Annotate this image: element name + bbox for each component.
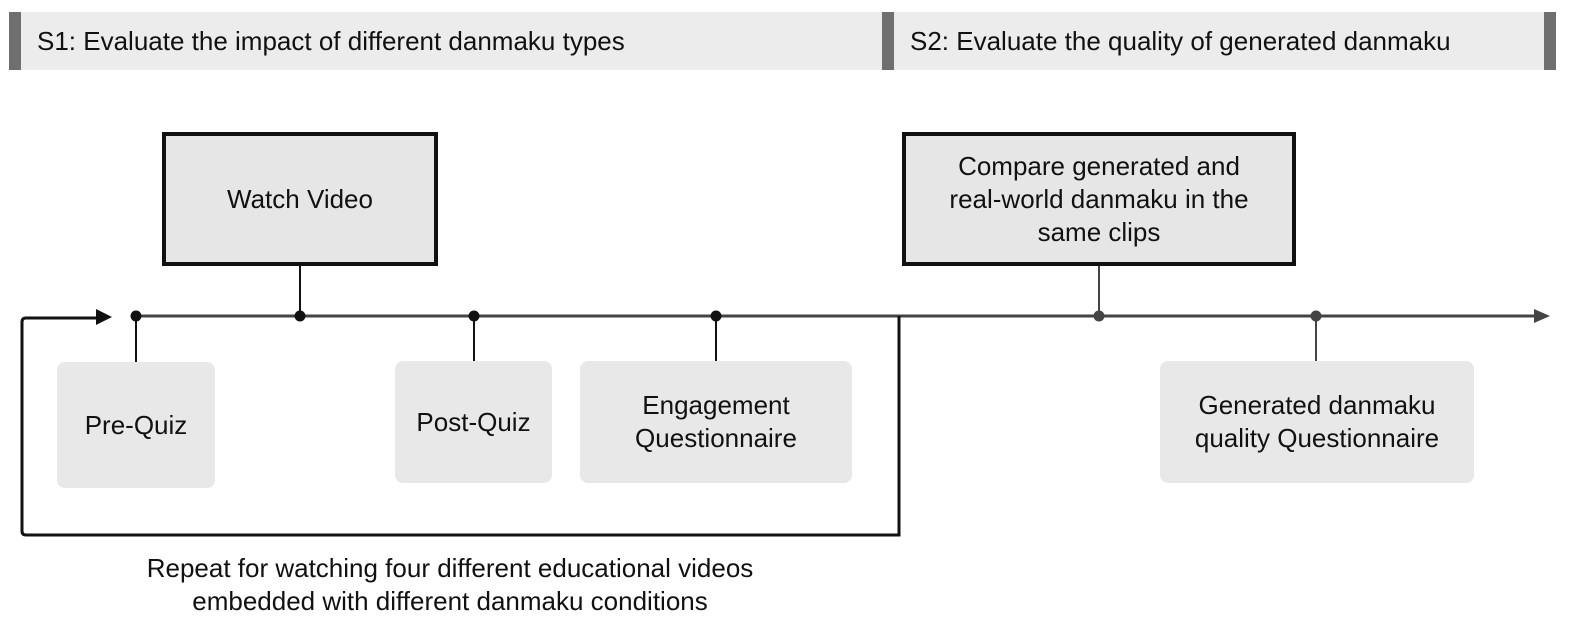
stage2-header-cap-right	[1544, 12, 1556, 70]
compare-line-3: same clips	[1037, 216, 1161, 247]
watch-video-box: Watch Video	[162, 132, 438, 266]
compare-danmaku-label: Compare generated and real-world danmaku…	[949, 150, 1248, 249]
engagement-line-1: Engagement	[642, 390, 790, 420]
pre-quiz-label: Pre-Quiz	[84, 409, 188, 440]
watch-video-dot	[294, 310, 306, 322]
repeat-note: Repeat for watching four different educa…	[70, 552, 830, 618]
repeat-loop-arrowhead	[96, 309, 112, 325]
engagement-line-2: Questionnaire	[635, 423, 797, 453]
engagement-questionnaire-label: Engagement Questionnaire	[635, 389, 797, 455]
repeat-note-line-2: embedded with different danmaku conditio…	[192, 586, 708, 616]
pre-quiz-box: Pre-Quiz	[57, 362, 215, 488]
stage1-title: S1: Evaluate the impact of different dan…	[37, 25, 625, 56]
quality-line-2: quality Questionnaire	[1194, 423, 1440, 453]
stage2-header-cap-left	[882, 12, 894, 70]
quality-questionnaire-label: Generated danmaku quality Questionnaire	[1195, 389, 1439, 455]
engagement-dot	[710, 310, 722, 322]
compare-dot	[1093, 310, 1105, 322]
engagement-questionnaire-box: Engagement Questionnaire	[580, 361, 852, 483]
repeat-loop-path	[20, 316, 901, 537]
stage2-header: S2: Evaluate the quality of generated da…	[882, 12, 1556, 70]
compare-line-2: real-world danmaku in the	[949, 183, 1249, 214]
repeat-note-line-1: Repeat for watching four different educa…	[146, 553, 754, 583]
pre-quiz-dot	[130, 310, 142, 322]
watch-video-label: Watch Video	[227, 183, 373, 214]
quality-line-1: Generated danmaku	[1198, 390, 1436, 420]
stage1-header-cap	[9, 12, 21, 70]
quality-questionnaire-box: Generated danmaku quality Questionnaire	[1160, 361, 1474, 483]
post-quiz-label: Post-Quiz	[416, 406, 531, 437]
post-quiz-box: Post-Quiz	[395, 361, 552, 483]
post-quiz-dot	[468, 310, 480, 322]
timeline-arrowhead	[1534, 309, 1550, 323]
compare-line-1: Compare generated and	[958, 150, 1240, 181]
quality-dot	[1310, 310, 1322, 322]
stage1-header: S1: Evaluate the impact of different dan…	[9, 12, 882, 70]
stage2-title: S2: Evaluate the quality of generated da…	[910, 25, 1451, 56]
compare-danmaku-box: Compare generated and real-world danmaku…	[902, 132, 1296, 266]
